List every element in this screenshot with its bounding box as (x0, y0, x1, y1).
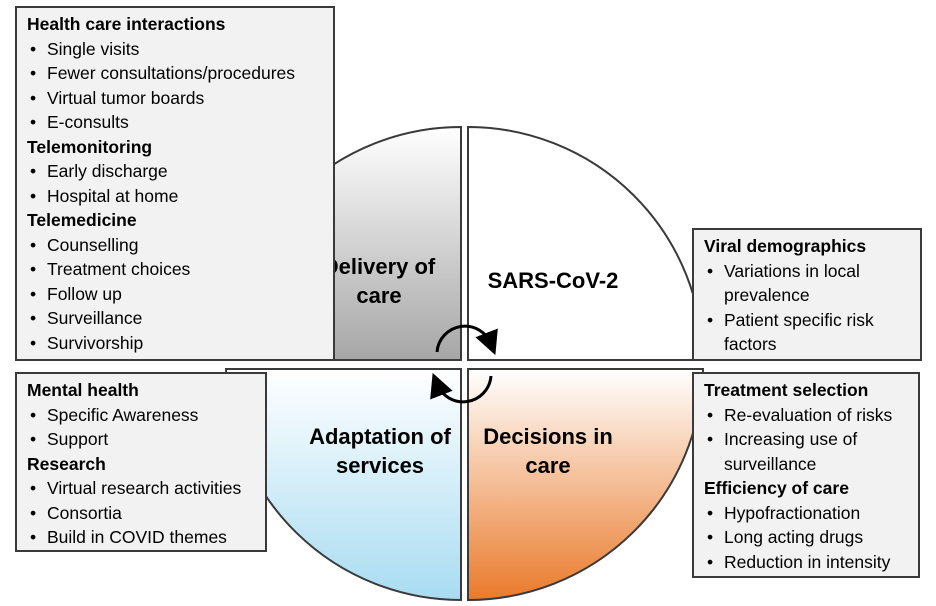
quadrant-sars (467, 125, 705, 361)
label-sars-cov-2: SARS-CoV-2 (487, 268, 619, 293)
heading-mental-health: Mental health (27, 380, 139, 400)
list-item: Fewer consultations/procedures (27, 61, 325, 86)
list-item: E-consults (27, 110, 325, 135)
list-item: Patient specific risk factors (704, 308, 912, 357)
list-item: Treatment choices (27, 257, 325, 282)
cycle-arrow-top (435, 324, 498, 356)
list-item: Virtual research activities (27, 476, 257, 501)
heading-research: Research (27, 453, 106, 474)
heading-health-care-interactions: Health care interactions (27, 14, 226, 34)
decisions-in-care-box: Treatment selection Re-evaluation of ris… (692, 372, 920, 578)
label-delivery-of-care: Delivery of care (322, 254, 436, 308)
list-item: Increasing use of surveillance (704, 427, 910, 476)
list-item: Hospital at home (27, 184, 325, 209)
heading-treatment-selection: Treatment selection (704, 380, 869, 400)
heading-efficiency-of-care: Efficiency of care (704, 478, 849, 498)
list-item: Virtual tumor boards (27, 86, 325, 111)
heading-telemonitoring: Telemonitoring (27, 136, 153, 157)
list-item: Support (27, 427, 257, 452)
label-decisions-in-care: Decisions in care (483, 424, 613, 478)
list-item: Follow up (27, 282, 325, 307)
list-item: Single visits (27, 37, 325, 62)
list-item: Surveillance (27, 306, 325, 331)
list-item: Long acting drugs (704, 525, 910, 550)
list-item: Re-evaluation of risks (704, 403, 910, 428)
list-item: Specific Awareness (27, 403, 257, 428)
list-item: Early discharge (27, 159, 325, 184)
list-item: Counselling (27, 233, 325, 258)
quadrant-decisions (467, 368, 705, 602)
list-item: Variations in local prevalence (704, 259, 912, 308)
adaptation-of-services-box: Mental health Specific Awareness Support… (15, 372, 267, 552)
heading-viral-demographics: Viral demographics (704, 236, 867, 256)
heading-telemedicine: Telemedicine (27, 210, 137, 230)
delivery-of-care-box: Health care interactions Single visits F… (15, 6, 335, 361)
viral-demographics-box: Viral demographics Variations in local p… (692, 228, 922, 361)
list-item: Reduction in intensity (704, 550, 910, 575)
cycle-arrow-bottom (430, 372, 493, 404)
list-item: Hypofractionation (704, 501, 910, 526)
list-item: Consortia (27, 501, 257, 526)
list-item: Survivorship (27, 331, 325, 356)
list-item: Build in COVID themes (27, 525, 257, 550)
label-adaptation-of-services: Adaptation of services (309, 424, 451, 478)
